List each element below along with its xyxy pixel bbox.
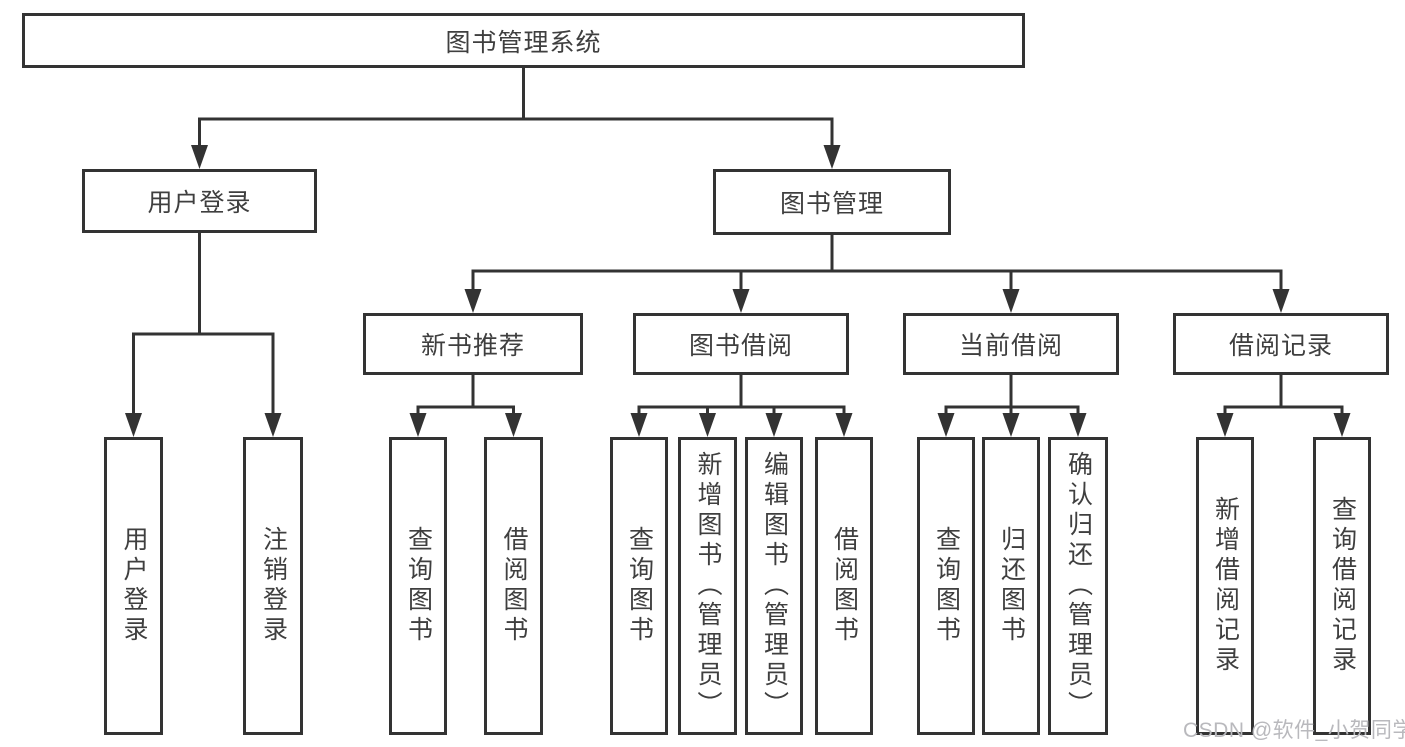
node-current-borrow: 当前借阅 [903,313,1119,375]
leaf-add-borrow-record: 新增借阅记录 [1196,437,1254,735]
node-book-management: 图书管理 [713,169,951,235]
leaf-confirm-return-admin: 确认归还（管理员） [1048,437,1108,735]
leaf-query-books-newbook: 查询图书 [389,437,447,735]
leaf-edit-books-admin: 编辑图书（管理员） [745,437,803,735]
node-borrow-records: 借阅记录 [1173,313,1389,375]
leaf-user-login: 用户登录 [104,437,163,735]
leaf-query-books-current: 查询图书 [917,437,975,735]
node-book-borrow: 图书借阅 [633,313,849,375]
leaf-add-books-admin: 新增图书（管理员） [678,437,737,735]
leaf-query-books-borrow: 查询图书 [610,437,668,735]
leaf-borrow-books-borrow: 借阅图书 [815,437,873,735]
node-new-book-recommend: 新书推荐 [363,313,583,375]
node-root-system: 图书管理系统 [22,13,1025,68]
leaf-return-books: 归还图书 [982,437,1040,735]
leaf-logout-login: 注销登录 [243,437,303,735]
csdn-watermark: CSDN @软件_小贺同学 [1183,719,1405,742]
node-user-login: 用户登录 [82,169,317,233]
leaf-borrow-books-newbook: 借阅图书 [484,437,543,735]
leaf-query-borrow-record: 查询借阅记录 [1313,437,1371,735]
